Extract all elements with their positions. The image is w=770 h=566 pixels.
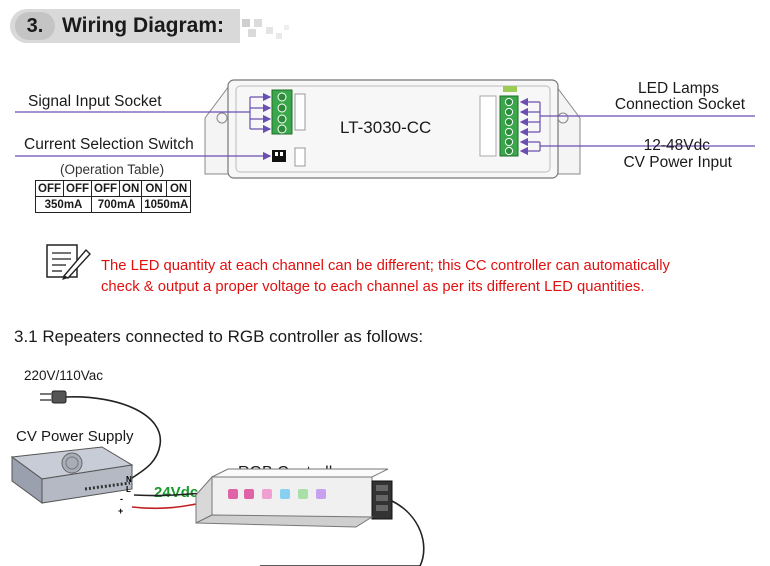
signal-input-label: Signal Input Socket <box>28 93 162 110</box>
note-line-1: The LED quantity at each channel can be … <box>101 258 670 274</box>
current-cell: 1050mA <box>141 196 192 213</box>
terminal-n: N <box>126 475 132 484</box>
section-title: Wiring Diagram: <box>62 14 224 37</box>
terminal-minus: - <box>120 494 123 504</box>
switch-cell: OFF <box>91 180 120 197</box>
note-pencil-icon <box>46 244 91 280</box>
wiring-diagram <box>15 79 755 179</box>
device-body <box>204 79 581 179</box>
voltage-label: 24Vdc <box>154 484 199 501</box>
left-connection-lines <box>15 92 272 161</box>
power-supply-unit <box>10 446 134 504</box>
power-input-label-line2: CV Power Input <box>623 154 732 171</box>
subsection-title: 3.1 Repeaters connected to RGB controlle… <box>14 327 424 346</box>
current-switch-label: Current Selection Switch <box>24 136 194 153</box>
repeater-wiring-diagram: N L - + <box>10 390 425 566</box>
output-terminal <box>479 86 519 157</box>
switch-cell: ON <box>141 180 167 197</box>
current-cell: 700mA <box>90 196 143 213</box>
current-cell: 350mA <box>35 196 92 213</box>
power-supply-label: CV Power Supply <box>16 428 134 445</box>
section-number: 3. <box>15 12 55 40</box>
power-input-label-line1: 12-48Vdc <box>643 137 710 154</box>
terminal-plus: + <box>118 506 123 516</box>
rgb-controller-unit <box>195 468 393 528</box>
current-row: 350mA 700mA 1050mA <box>35 196 192 213</box>
mains-voltage-label: 220V/110Vac <box>24 368 104 383</box>
switch-cell: OFF <box>63 180 92 197</box>
output-cable <box>391 500 425 566</box>
power-plug-icon <box>40 390 67 404</box>
switch-cell: OFF <box>35 180 64 197</box>
led-lamps-label-line1: LED Lamps <box>638 80 719 97</box>
terminal-l: L <box>126 485 131 494</box>
current-switch <box>272 147 306 167</box>
operation-table-caption: (Operation Table) <box>60 162 165 177</box>
right-connection-lines <box>519 97 755 156</box>
section-header: 3. Wiring Diagram: <box>10 9 290 43</box>
decorative-dots <box>242 19 289 39</box>
led-lamps-label-line2: Connection Socket <box>614 96 745 113</box>
note-line-2: check & output a proper voltage to each … <box>101 279 645 295</box>
signal-input-terminal <box>271 89 306 135</box>
operation-table: OFF OFF OFF ON ON ON 350mA 700mA 1050mA <box>35 180 192 213</box>
switch-cell: ON <box>118 180 143 197</box>
switch-cell: ON <box>165 180 192 197</box>
device-model-label: LT-3030-CC <box>340 118 432 137</box>
mains-cable <box>65 396 162 484</box>
switch-row: OFF OFF OFF ON ON ON <box>35 180 192 197</box>
